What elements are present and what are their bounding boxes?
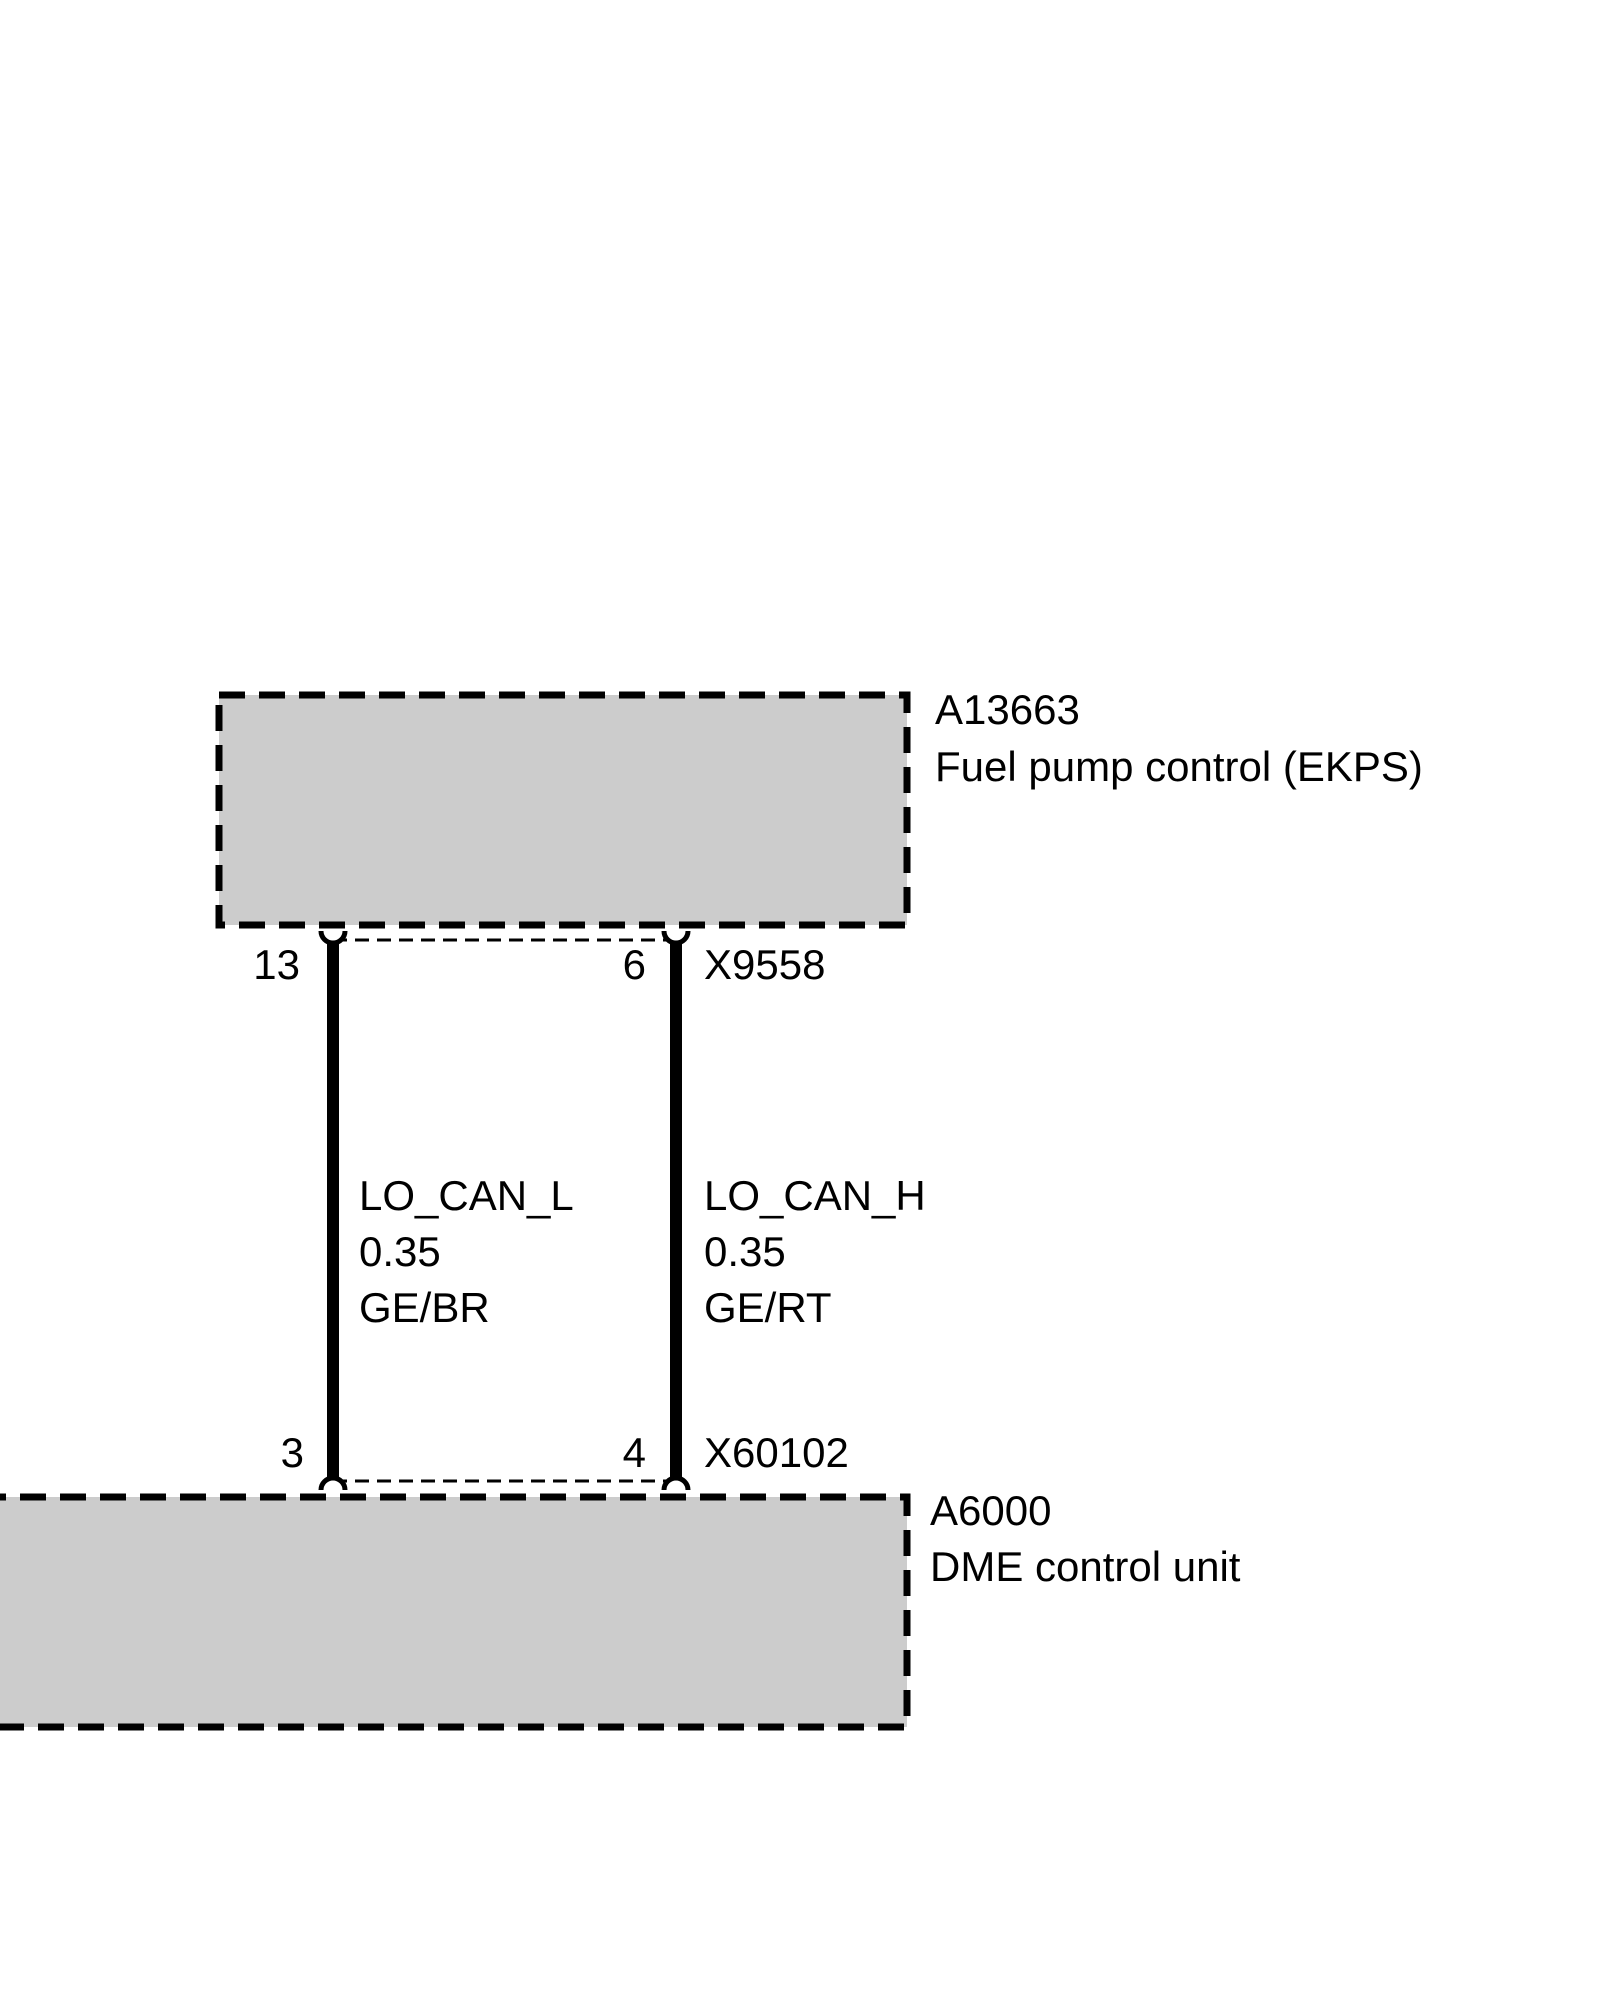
pin-terminal-top-13 bbox=[318, 930, 348, 946]
wire-signal-lo-can-h: LO_CAN_H bbox=[704, 1172, 926, 1219]
pin-label-bottom-4: 4 bbox=[623, 1429, 646, 1476]
wire-color-lo-can-l: GE/BR bbox=[359, 1284, 490, 1331]
pin-terminal-top-6 bbox=[661, 930, 691, 946]
connector-label-x60102: X60102 bbox=[704, 1429, 849, 1476]
bottom-component-id: A6000 bbox=[930, 1487, 1051, 1534]
bottom-component-name: DME control unit bbox=[930, 1543, 1241, 1590]
fuel-pump-control-box bbox=[215, 691, 911, 929]
pin-label-top-13: 13 bbox=[253, 941, 300, 988]
pin-terminal-bottom-3 bbox=[318, 1475, 348, 1491]
pin-terminal-bottom-4 bbox=[661, 1475, 691, 1491]
wire-signal-lo-can-l: LO_CAN_L bbox=[359, 1172, 574, 1219]
connector-label-x9558: X9558 bbox=[704, 941, 825, 988]
pin-label-bottom-3: 3 bbox=[281, 1429, 304, 1476]
top-component-id: A13663 bbox=[935, 686, 1080, 733]
top-component-name: Fuel pump control (EKPS) bbox=[935, 743, 1423, 790]
pin-label-top-6: 6 bbox=[623, 941, 646, 988]
wire-gauge-lo-can-l: 0.35 bbox=[359, 1228, 441, 1275]
dme-control-unit-box bbox=[0, 1493, 911, 1731]
wire-gauge-lo-can-h: 0.35 bbox=[704, 1228, 786, 1275]
wire-color-lo-can-h: GE/RT bbox=[704, 1284, 832, 1331]
